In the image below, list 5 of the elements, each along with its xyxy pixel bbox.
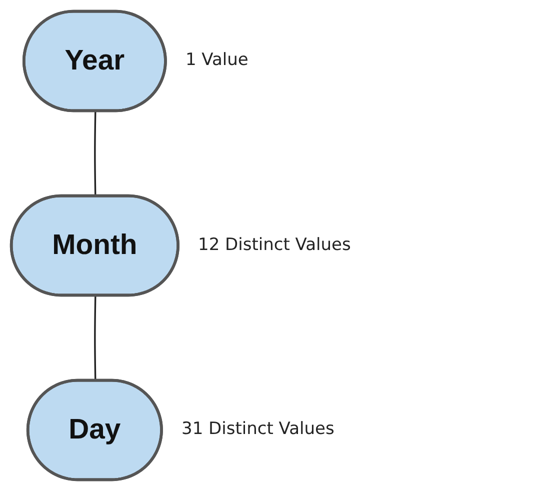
connector (94, 111, 96, 197)
node-caption: 1 Value (185, 50, 248, 70)
node-caption: 12 Distinct Values (198, 234, 351, 254)
node-caption: 31 Distinct Values (182, 418, 334, 439)
connector (94, 296, 96, 382)
